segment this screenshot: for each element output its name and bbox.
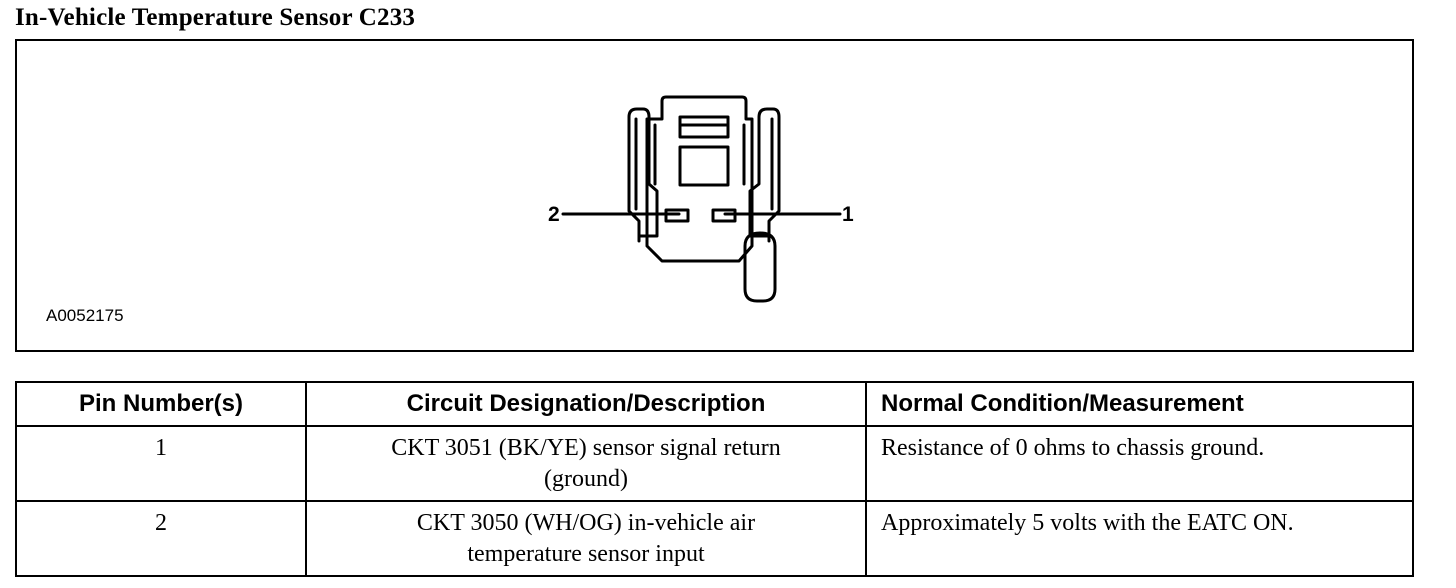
column-header-condition: Normal Condition/Measurement [865,381,1414,427]
latch-window-top [678,115,730,139]
circuit-line: temperature sensor input [467,541,705,567]
pin-2-label: 2 [548,203,560,226]
normal-condition: Approximately 5 volts with the EATC ON. [865,500,1414,577]
circuit-description: CKT 3050 (WH/OG) in-vehicle air temperat… [305,500,867,577]
circuit-description: CKT 3051 (BK/YE) sensor signal return (g… [305,425,867,502]
pin-number: 1 [15,425,307,502]
connector-drawing [561,95,842,303]
circuit-line: CKT 3051 (BK/YE) sensor signal return [391,435,781,461]
right-lock-arm [748,107,781,238]
connector-body [645,95,754,263]
column-header-pin: Pin Number(s) [15,381,307,427]
pin-1-label: 1 [842,203,854,226]
table-header-row: Pin Number(s) Circuit Designation/Descri… [15,381,1414,427]
table-row: 1 CKT 3051 (BK/YE) sensor signal return … [15,425,1414,502]
table-row: 2 CKT 3050 (WH/OG) in-vehicle air temper… [15,500,1414,577]
latch-window-bottom [678,145,730,187]
circuit-line: (ground) [544,466,628,492]
normal-condition: Resistance of 0 ohms to chassis ground. [865,425,1414,502]
connector-figure: 2 1 A0052175 [15,39,1414,352]
circuit-line: CKT 3050 (WH/OG) in-vehicle air [416,510,756,536]
pinout-table: Pin Number(s) Circuit Designation/Descri… [15,381,1414,577]
pin-number: 2 [15,500,307,577]
wire-lead [743,231,777,303]
column-header-circuit: Circuit Designation/Description [305,381,867,427]
figure-id: A0052175 [46,306,124,325]
left-lock-arm [627,107,659,238]
page-title: In-Vehicle Temperature Sensor C233 [15,4,416,31]
